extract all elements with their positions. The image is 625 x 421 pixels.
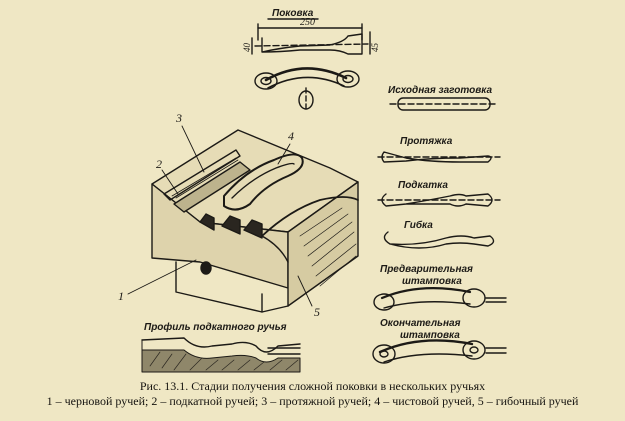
callout-5-leader bbox=[297, 275, 313, 307]
stage-roll-shape bbox=[381, 193, 493, 207]
stage-prelim-label-1: Предварительная bbox=[380, 264, 473, 275]
stage-stretch-label: Протяжка bbox=[400, 136, 453, 147]
stage-final-label-1: Окончательная bbox=[380, 318, 461, 329]
figure-caption: Рис. 13.1. Стадии получения сложной поко… bbox=[0, 379, 625, 409]
stage-final-hole-right bbox=[469, 346, 479, 354]
callouts: 3 2 4 1 5 bbox=[118, 111, 320, 319]
stage-final-hole-left bbox=[379, 350, 389, 358]
die-roll-channel bbox=[163, 149, 241, 201]
die-notch-2 bbox=[221, 215, 241, 235]
die-bend-drop bbox=[261, 235, 289, 263]
die-notch-3 bbox=[243, 219, 263, 239]
stage-final-tail bbox=[485, 347, 507, 354]
stage-final-eye-left bbox=[372, 344, 396, 364]
die-finish-impression bbox=[223, 153, 304, 211]
stage-bend-shape bbox=[383, 231, 495, 249]
dim-length-label: 250 bbox=[300, 17, 315, 28]
callout-4-leader bbox=[277, 143, 291, 165]
die-base bbox=[175, 261, 263, 313]
callout-2: 2 bbox=[156, 157, 162, 171]
forging-drawing: Поковка 250 40 45 bbox=[242, 8, 380, 113]
stage-final-label-2: штамповка bbox=[400, 330, 460, 341]
stage-final-arc-top bbox=[378, 339, 474, 354]
stage-prelim-tail bbox=[485, 297, 507, 303]
forging-diagram: Поковка 250 40 45 Исходная заготовка Про… bbox=[118, 8, 507, 373]
profile-rod bbox=[267, 347, 301, 355]
forging-section bbox=[298, 90, 314, 110]
stage-bend-label: Гибка bbox=[404, 219, 433, 231]
forging-eye-right bbox=[336, 70, 360, 88]
stage-column: Исходная заготовка Протяжка Подкатка Гиб… bbox=[372, 85, 507, 364]
die-bend-impression bbox=[261, 196, 359, 237]
profile-hatched-body bbox=[141, 339, 301, 373]
callout-1: 1 bbox=[118, 289, 124, 303]
callout-3: 3 bbox=[175, 111, 182, 125]
callout-3-leader bbox=[181, 125, 205, 173]
callout-4: 4 bbox=[288, 129, 294, 143]
stage-roll-label: Подкатка bbox=[398, 180, 448, 191]
stage-initial-label: Исходная заготовка bbox=[388, 85, 492, 96]
stage-final-eye-right bbox=[462, 340, 486, 360]
callout-5: 5 bbox=[314, 305, 320, 319]
profile-top-line bbox=[141, 337, 301, 353]
forging-eye-left bbox=[254, 72, 278, 90]
dim-height-right-label: 45 bbox=[370, 43, 380, 53]
caption-legend: 1 – черновой ручей; 2 – подкатной ручей;… bbox=[46, 394, 579, 408]
die-notch-1 bbox=[199, 213, 215, 231]
die-pin-hole bbox=[200, 261, 212, 275]
forging-title: Поковка bbox=[272, 8, 314, 19]
profile-section: Профиль подкатного ручья bbox=[141, 321, 301, 373]
forging-plan-arc-bottom bbox=[267, 76, 345, 89]
profile-hatch-lines bbox=[149, 351, 299, 371]
stage-stretch-shape bbox=[381, 151, 492, 163]
die-base-edge bbox=[261, 305, 289, 313]
stage-prelim-eye-left bbox=[373, 293, 395, 311]
profile-label: Профиль подкатного ручья bbox=[144, 321, 287, 333]
forging-side-view bbox=[261, 33, 363, 55]
callout-1-leader bbox=[127, 259, 197, 295]
die-block bbox=[151, 129, 359, 313]
stage-final-arc-bottom bbox=[383, 353, 473, 363]
dim-height-left-label: 40 bbox=[242, 43, 252, 53]
stage-prelim-arc-top bbox=[380, 287, 472, 300]
stage-prelim-eye-right bbox=[462, 288, 486, 308]
die-bend-hatch bbox=[299, 207, 357, 287]
centerline bbox=[254, 43, 369, 47]
stage-prelim-arc-bottom bbox=[383, 301, 471, 309]
forging-hole-left bbox=[260, 76, 272, 86]
callout-2-leader bbox=[161, 169, 179, 195]
die-stretch-channel bbox=[173, 161, 251, 213]
stage-prelim-label-2: штамповка bbox=[402, 276, 462, 287]
die-finish-inner bbox=[231, 162, 295, 199]
caption-title: Рис. 13.1. Стадии получения сложной поко… bbox=[139, 379, 486, 393]
forging-hole-right bbox=[342, 74, 354, 84]
